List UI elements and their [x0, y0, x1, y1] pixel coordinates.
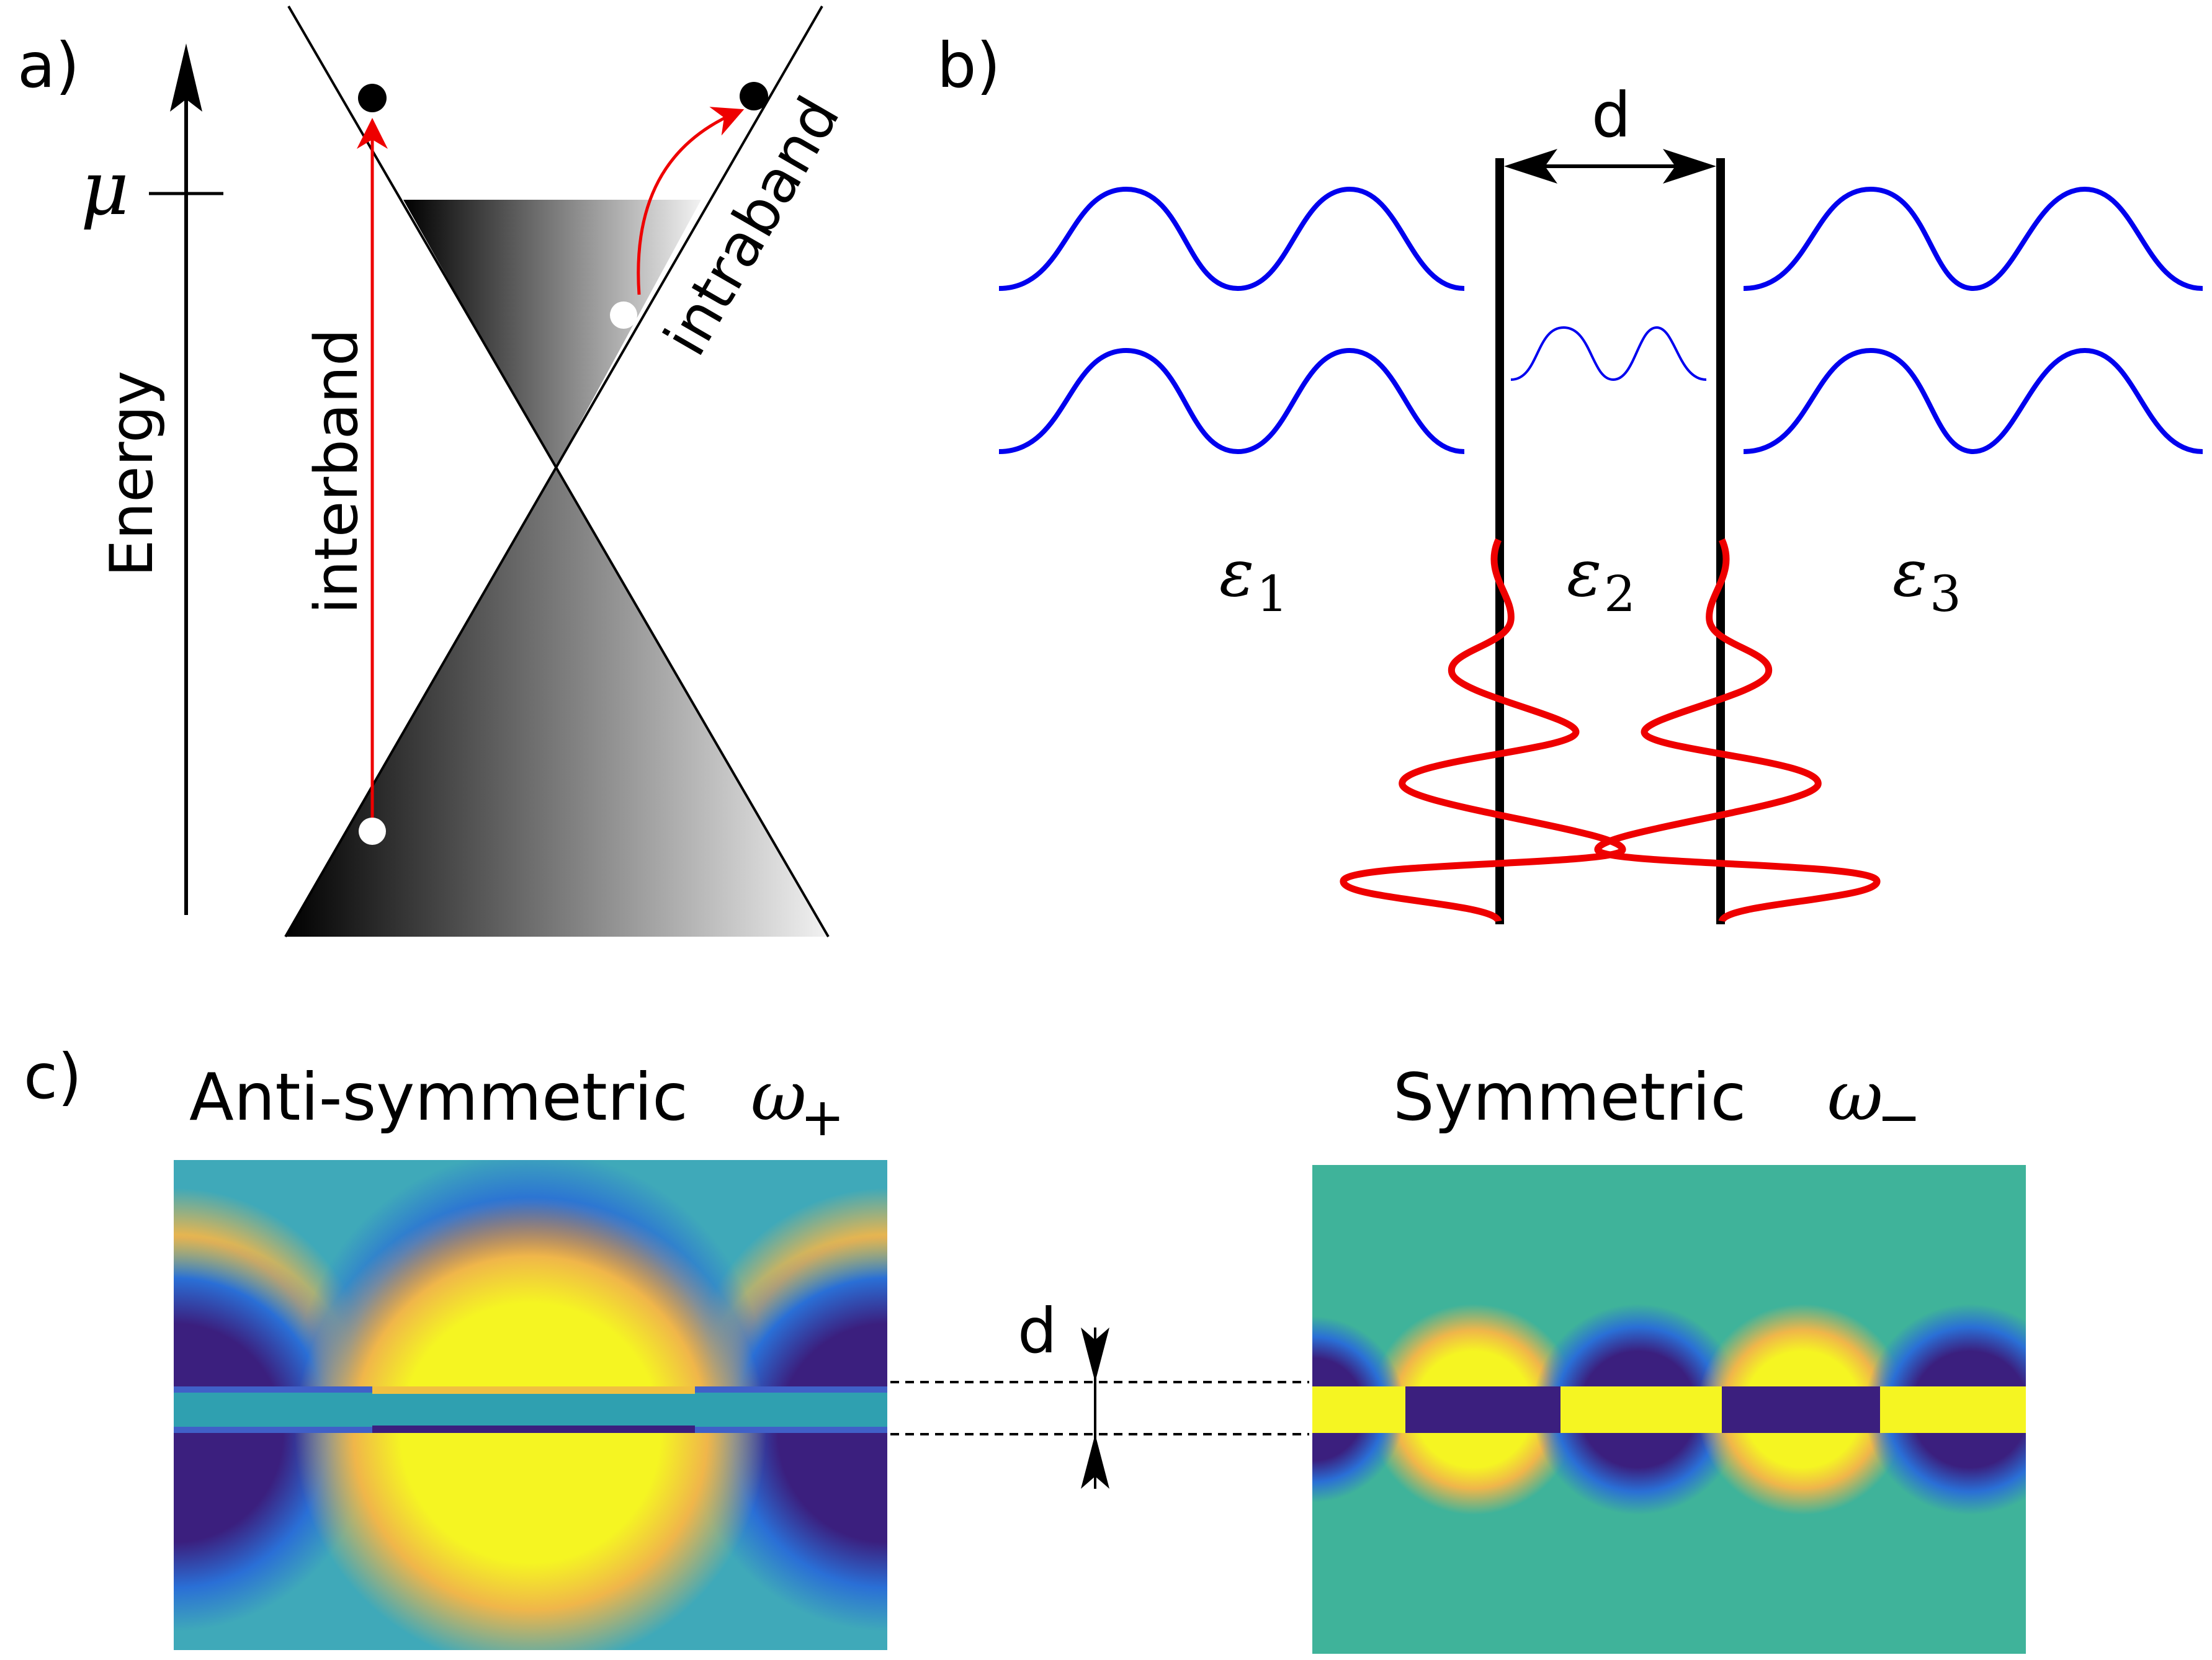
red-curve-left — [1340, 538, 1626, 923]
upper-cone-fill — [403, 200, 701, 468]
svg-text:ε: ε — [1892, 535, 1927, 611]
wave-region1-top — [998, 186, 1465, 292]
sym-title: Symmetric ω − — [1393, 1056, 1921, 1148]
panel-c: c) Anti-symmetric ω + Symmetric ω − — [24, 1040, 2026, 1654]
intraband-electron — [740, 82, 768, 110]
svg-text:3: 3 — [1930, 565, 1961, 623]
red-curve-right — [1594, 538, 1881, 923]
panel-c-label: c) — [24, 1040, 82, 1113]
wave-region3-bottom — [1743, 347, 2203, 455]
svg-text:−: − — [1877, 1087, 1921, 1148]
lower-cone-fill — [285, 468, 828, 937]
svg-text:1: 1 — [1256, 565, 1288, 623]
eps3-label: ε 3 — [1892, 535, 1961, 623]
energy-axis-label: Energy — [98, 370, 166, 577]
panel-b-label: b) — [937, 29, 1001, 102]
gap-indicator-bottom-icon — [1081, 1434, 1109, 1489]
sym-field-map — [1312, 1165, 2026, 1654]
wave-region3-top — [1743, 186, 2203, 292]
intraband-arrow — [637, 107, 745, 295]
interband-label: interband — [303, 329, 371, 614]
svg-text:ε: ε — [1219, 535, 1254, 611]
panel-a: a) μ Energy interband intraband — [17, 5, 853, 938]
wave-region1-bottom — [998, 347, 1465, 455]
interband-electron — [358, 84, 387, 112]
panel-a-label: a) — [17, 29, 79, 102]
gap-arrow-left-icon — [1504, 149, 1557, 184]
interband-hole — [359, 818, 386, 845]
mu-label: μ — [81, 146, 129, 232]
wave-region2-small — [1510, 326, 1707, 382]
intraband-hole — [610, 301, 637, 329]
svg-text:Anti-symmetric: Anti-symmetric — [189, 1060, 688, 1135]
energy-axis-arrow-icon — [170, 43, 202, 112]
svg-text:ω: ω — [1827, 1056, 1883, 1136]
eps1-label: ε 1 — [1219, 535, 1288, 623]
cone-line-left — [287, 5, 830, 938]
svg-text:ω: ω — [751, 1056, 807, 1136]
svg-text:2: 2 — [1604, 565, 1636, 623]
svg-text:+: + — [800, 1087, 844, 1148]
svg-text:Symmetric: Symmetric — [1393, 1060, 1746, 1135]
panel-b: b) d ε 1 ε 2 ε 3 — [937, 29, 2203, 924]
eps2-label: ε 2 — [1567, 535, 1636, 623]
svg-text:ε: ε — [1567, 535, 1601, 611]
antisym-title: Anti-symmetric ω + — [189, 1056, 844, 1148]
panel-c-gap-label: d — [1018, 1295, 1057, 1367]
gap-label: d — [1592, 79, 1631, 151]
gap-arrow-right-icon — [1663, 149, 1716, 184]
gap-indicator-top-icon — [1081, 1328, 1109, 1382]
antisym-field-map — [174, 1160, 887, 1650]
cone-line-right — [284, 6, 823, 937]
